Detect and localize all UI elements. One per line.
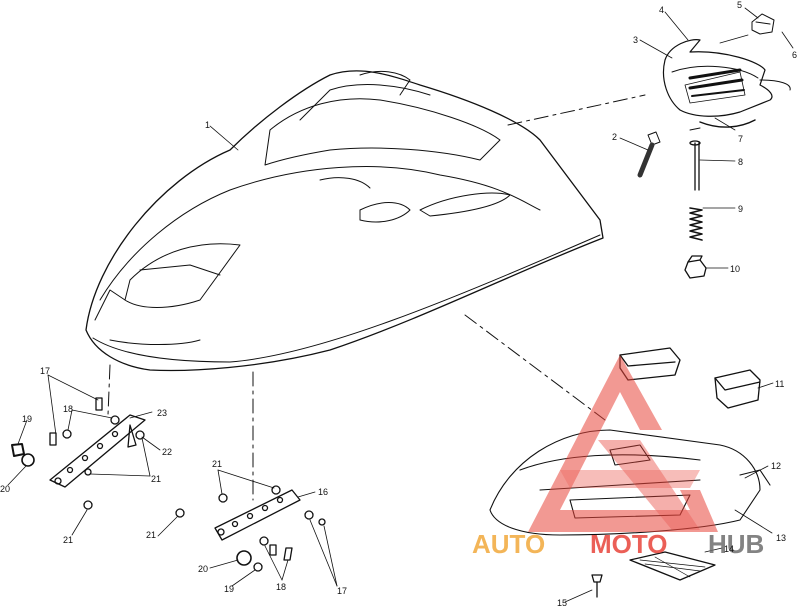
- callout-6: 6: [792, 50, 797, 60]
- callout-21-a: 21: [151, 474, 161, 484]
- screw-part-2: [637, 131, 661, 178]
- callout-12: 12: [771, 461, 781, 471]
- left-bracket-part-23: [11, 397, 146, 510]
- watermark-text-auto: AUTO: [472, 529, 545, 559]
- callout-20-left: 20: [0, 484, 10, 494]
- right-bracket-part-16: [175, 485, 326, 572]
- callout-18-left: 18: [63, 404, 73, 414]
- watermark-text-moto: MOTO: [590, 529, 668, 559]
- callout-17-left: 17: [40, 366, 50, 376]
- callout-21-b: 21: [63, 535, 73, 545]
- callout-22: 22: [162, 447, 172, 457]
- hood-part: [85, 70, 604, 372]
- callout-3: 3: [633, 35, 638, 45]
- pin-part-8: [689, 140, 701, 191]
- callout-1: 1: [205, 120, 210, 130]
- windshield-assembly: [662, 13, 791, 128]
- watermark-text-hub: HUB: [708, 529, 764, 559]
- callout-18-right: 18: [276, 582, 286, 592]
- callout-8: 8: [738, 157, 743, 167]
- callout-14: 14: [724, 544, 734, 554]
- callout-11: 11: [775, 379, 784, 389]
- callout-17-right: 17: [337, 586, 347, 596]
- callout-19-left: 19: [22, 414, 32, 424]
- callout-20-right: 20: [198, 564, 208, 574]
- watermark-logo: [528, 355, 718, 532]
- callout-5: 5: [737, 0, 742, 10]
- callout-7: 7: [738, 134, 743, 144]
- watermark-triangle-icon: [528, 355, 718, 532]
- callout-10: 10: [730, 264, 740, 274]
- spring-part-9: [689, 207, 703, 241]
- callout-23: 23: [157, 408, 167, 418]
- callout-21-d: 21: [146, 530, 156, 540]
- callout-4: 4: [659, 5, 664, 15]
- callout-2: 2: [612, 132, 617, 142]
- callout-19-right: 19: [224, 584, 234, 594]
- nut-part-10: [684, 255, 707, 279]
- callout-21-c: 21: [212, 459, 222, 469]
- bolt-part-15: [591, 574, 603, 598]
- callout-13: 13: [776, 533, 786, 543]
- filter-part-14: [629, 551, 716, 581]
- callout-9: 9: [738, 204, 743, 214]
- callout-16: 16: [318, 487, 328, 497]
- callout-15: 15: [557, 598, 567, 607]
- assembly-lines: [107, 94, 701, 501]
- callout-leaders: [7, 7, 794, 603]
